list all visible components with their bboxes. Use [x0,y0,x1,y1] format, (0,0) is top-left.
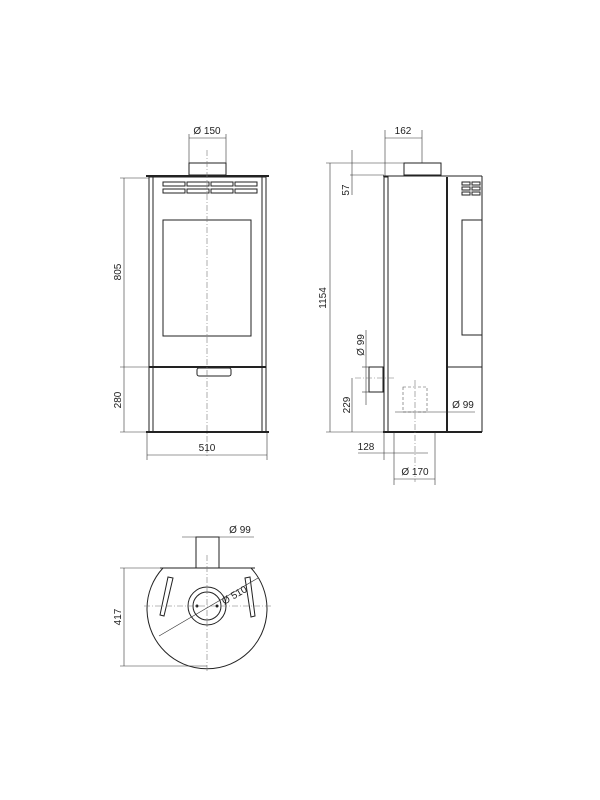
top-view: Ø 510 Ø 99 417 [113,525,272,672]
stove-body [148,176,267,433]
front-view: Ø 150 805 280 510 [113,126,269,460]
front-width: 510 [199,443,216,454]
side-rear-outlet-diameter: Ø 99 [356,334,367,356]
right-slot [244,576,256,618]
front-upper-height: 805 [113,263,124,280]
vent-slots [162,181,258,194]
side-vents [461,181,481,196]
rear-outlet [368,366,384,393]
side-flue-offset: 162 [395,126,412,137]
top-body-diameter: Ø 510 [220,584,249,607]
body-outline [146,567,268,670]
top-flue-pipe [195,536,220,569]
top-flue-diameter: Ø 99 [229,525,251,536]
side-flue-pipe [403,162,442,176]
side-base-diameter: Ø 170 [401,467,429,478]
front-lower-height: 280 [113,391,124,408]
top-depth: 417 [113,608,124,625]
front-flue-diameter: Ø 150 [193,126,221,137]
side-rear-outlet-height: 229 [342,396,353,413]
side-top-offset: 57 [341,184,352,196]
side-view: 162 57 1154 Ø 99 229 Ø 99 128 Ø 170 [318,126,483,485]
side-total-height: 1154 [318,287,329,309]
ash-handle [196,367,232,377]
left-slot [159,576,174,617]
flue-pipe [188,162,227,176]
side-base-offset: 128 [358,442,375,453]
side-bottom-outlet-diameter: Ø 99 [452,400,474,411]
